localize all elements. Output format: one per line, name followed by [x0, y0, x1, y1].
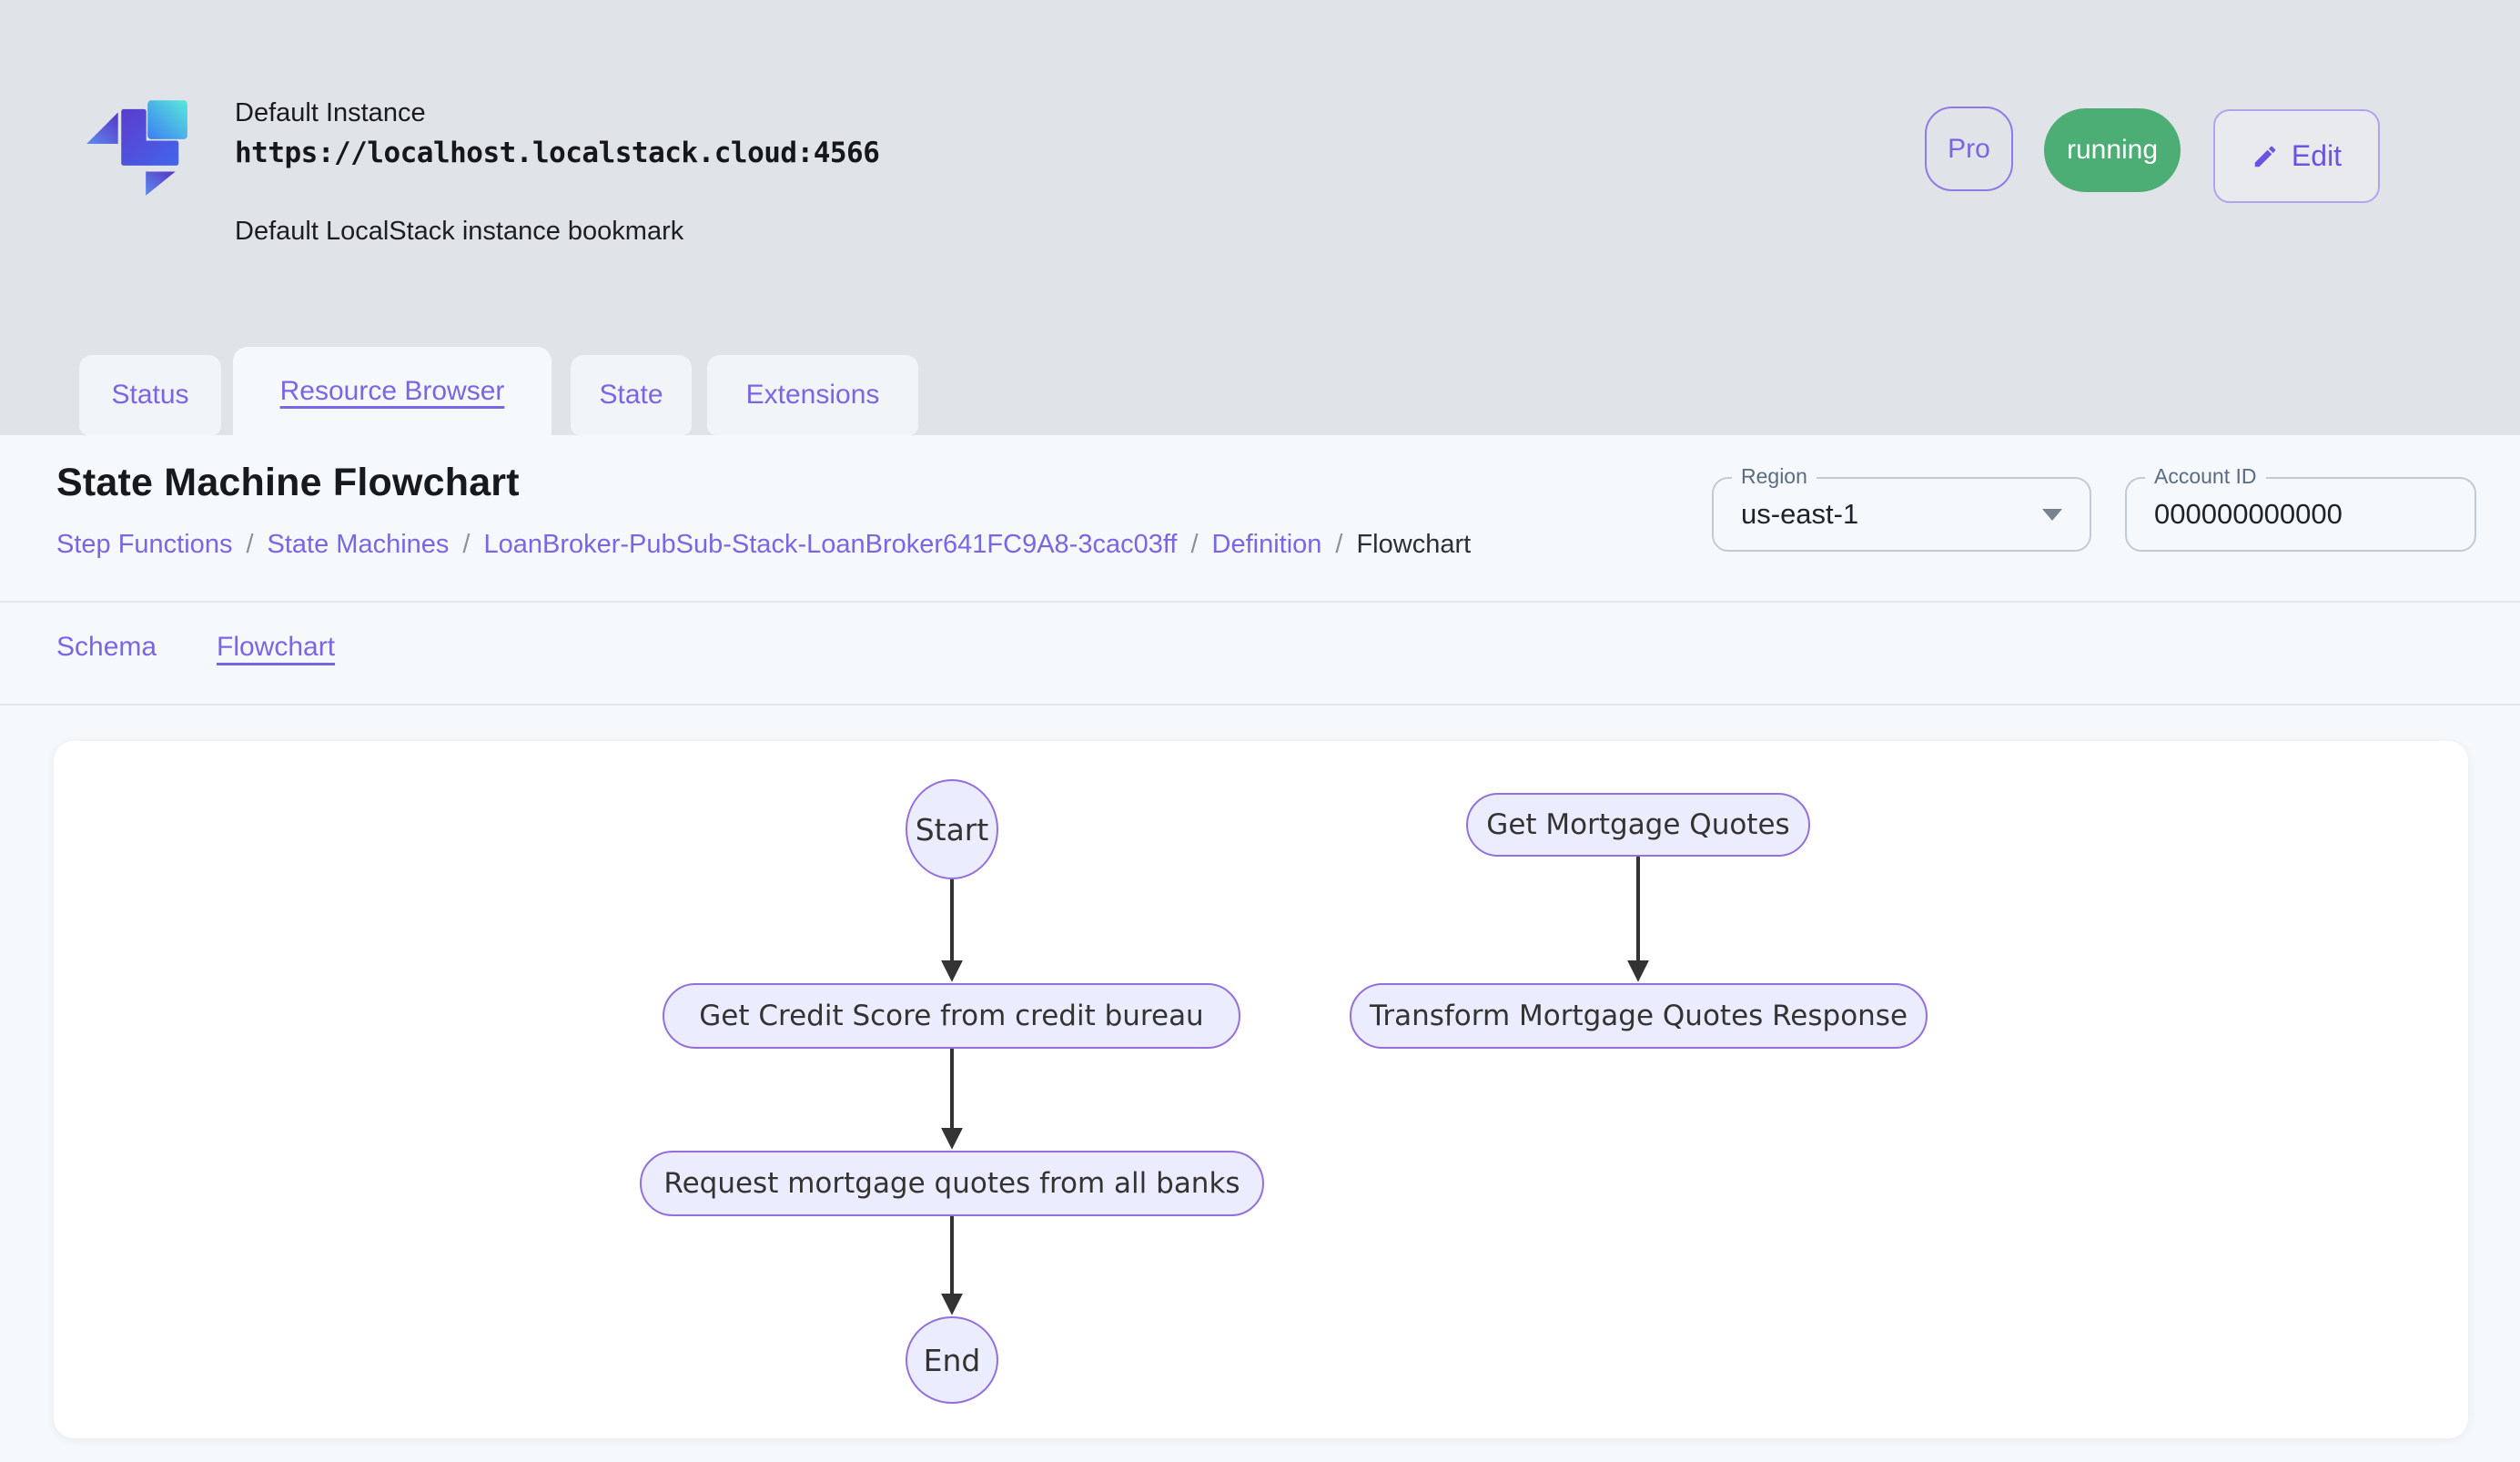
pencil-icon: [2254, 146, 2276, 167]
breadcrumb-flowchart: Flowchart: [1356, 530, 1472, 559]
edit-button[interactable]: Edit: [2213, 109, 2380, 203]
flow-node-end: End: [906, 1316, 998, 1404]
flow-node-get-credit-score: Get Credit Score from credit bureau: [663, 983, 1240, 1049]
breadcrumb-separator: /: [1335, 530, 1343, 559]
localstack-logo-icon: [86, 100, 187, 196]
flow-node-transform-response: Transform Mortgage Quotes Response: [1350, 983, 1928, 1049]
resource-browser-panel: State Machine Flowchart Step Functions /…: [0, 435, 2520, 1462]
account-id-label: Account ID: [2145, 464, 2266, 489]
breadcrumb-state-machine-name[interactable]: LoanBroker-PubSub-Stack-LoanBroker641FC9…: [483, 530, 1178, 559]
breadcrumb-separator: /: [1190, 530, 1199, 559]
instance-url: https://localhost.localstack.cloud:4566: [235, 137, 880, 169]
tab-extensions-label: Extensions: [745, 380, 880, 410]
tab-status[interactable]: Status: [79, 355, 221, 435]
status-badge: running: [2044, 108, 2181, 192]
subtab-schema[interactable]: Schema: [56, 632, 157, 662]
divider: [0, 601, 2520, 603]
breadcrumb-separator: /: [246, 530, 254, 559]
dropdown-arrow-icon: [2042, 509, 2062, 521]
breadcrumb-separator: /: [462, 530, 471, 559]
breadcrumb: Step Functions / State Machines / LoanBr…: [56, 530, 1471, 560]
breadcrumb-step-functions[interactable]: Step Functions: [56, 530, 233, 559]
breadcrumb-state-machines[interactable]: State Machines: [267, 530, 450, 559]
region-select-value: us-east-1: [1741, 498, 1859, 530]
tab-state-label: State: [599, 380, 663, 410]
breadcrumb-definition[interactable]: Definition: [1211, 530, 1322, 559]
flow-node-get-mortgage-quotes: Get Mortgage Quotes: [1466, 793, 1810, 857]
account-id-field: Account ID: [2125, 464, 2476, 552]
region-select-label: Region: [1732, 464, 1817, 489]
subtab-flowchart[interactable]: Flowchart: [217, 632, 336, 662]
pro-badge: Pro: [1925, 107, 2013, 191]
flowchart-card: Start Get Credit Score from credit burea…: [54, 741, 2468, 1438]
flowchart-edges: [941, 857, 1649, 1315]
account-id-input[interactable]: [2154, 488, 2445, 541]
region-select[interactable]: Region us-east-1: [1712, 464, 2091, 552]
instance-name: Default Instance: [235, 98, 426, 127]
page-title: State Machine Flowchart: [56, 461, 520, 504]
tab-resource-browser[interactable]: Resource Browser: [233, 347, 552, 435]
tab-state[interactable]: State: [571, 355, 692, 435]
tab-resource-browser-label: Resource Browser: [279, 375, 505, 406]
edit-button-label: Edit: [2291, 139, 2343, 172]
tab-extensions[interactable]: Extensions: [707, 355, 918, 435]
instance-description: Default LocalStack instance bookmark: [235, 217, 684, 246]
flow-node-start: Start: [906, 779, 998, 879]
flow-node-request-quotes: Request mortgage quotes from all banks: [640, 1151, 1264, 1216]
tab-status-label: Status: [111, 380, 189, 410]
divider: [0, 704, 2520, 706]
